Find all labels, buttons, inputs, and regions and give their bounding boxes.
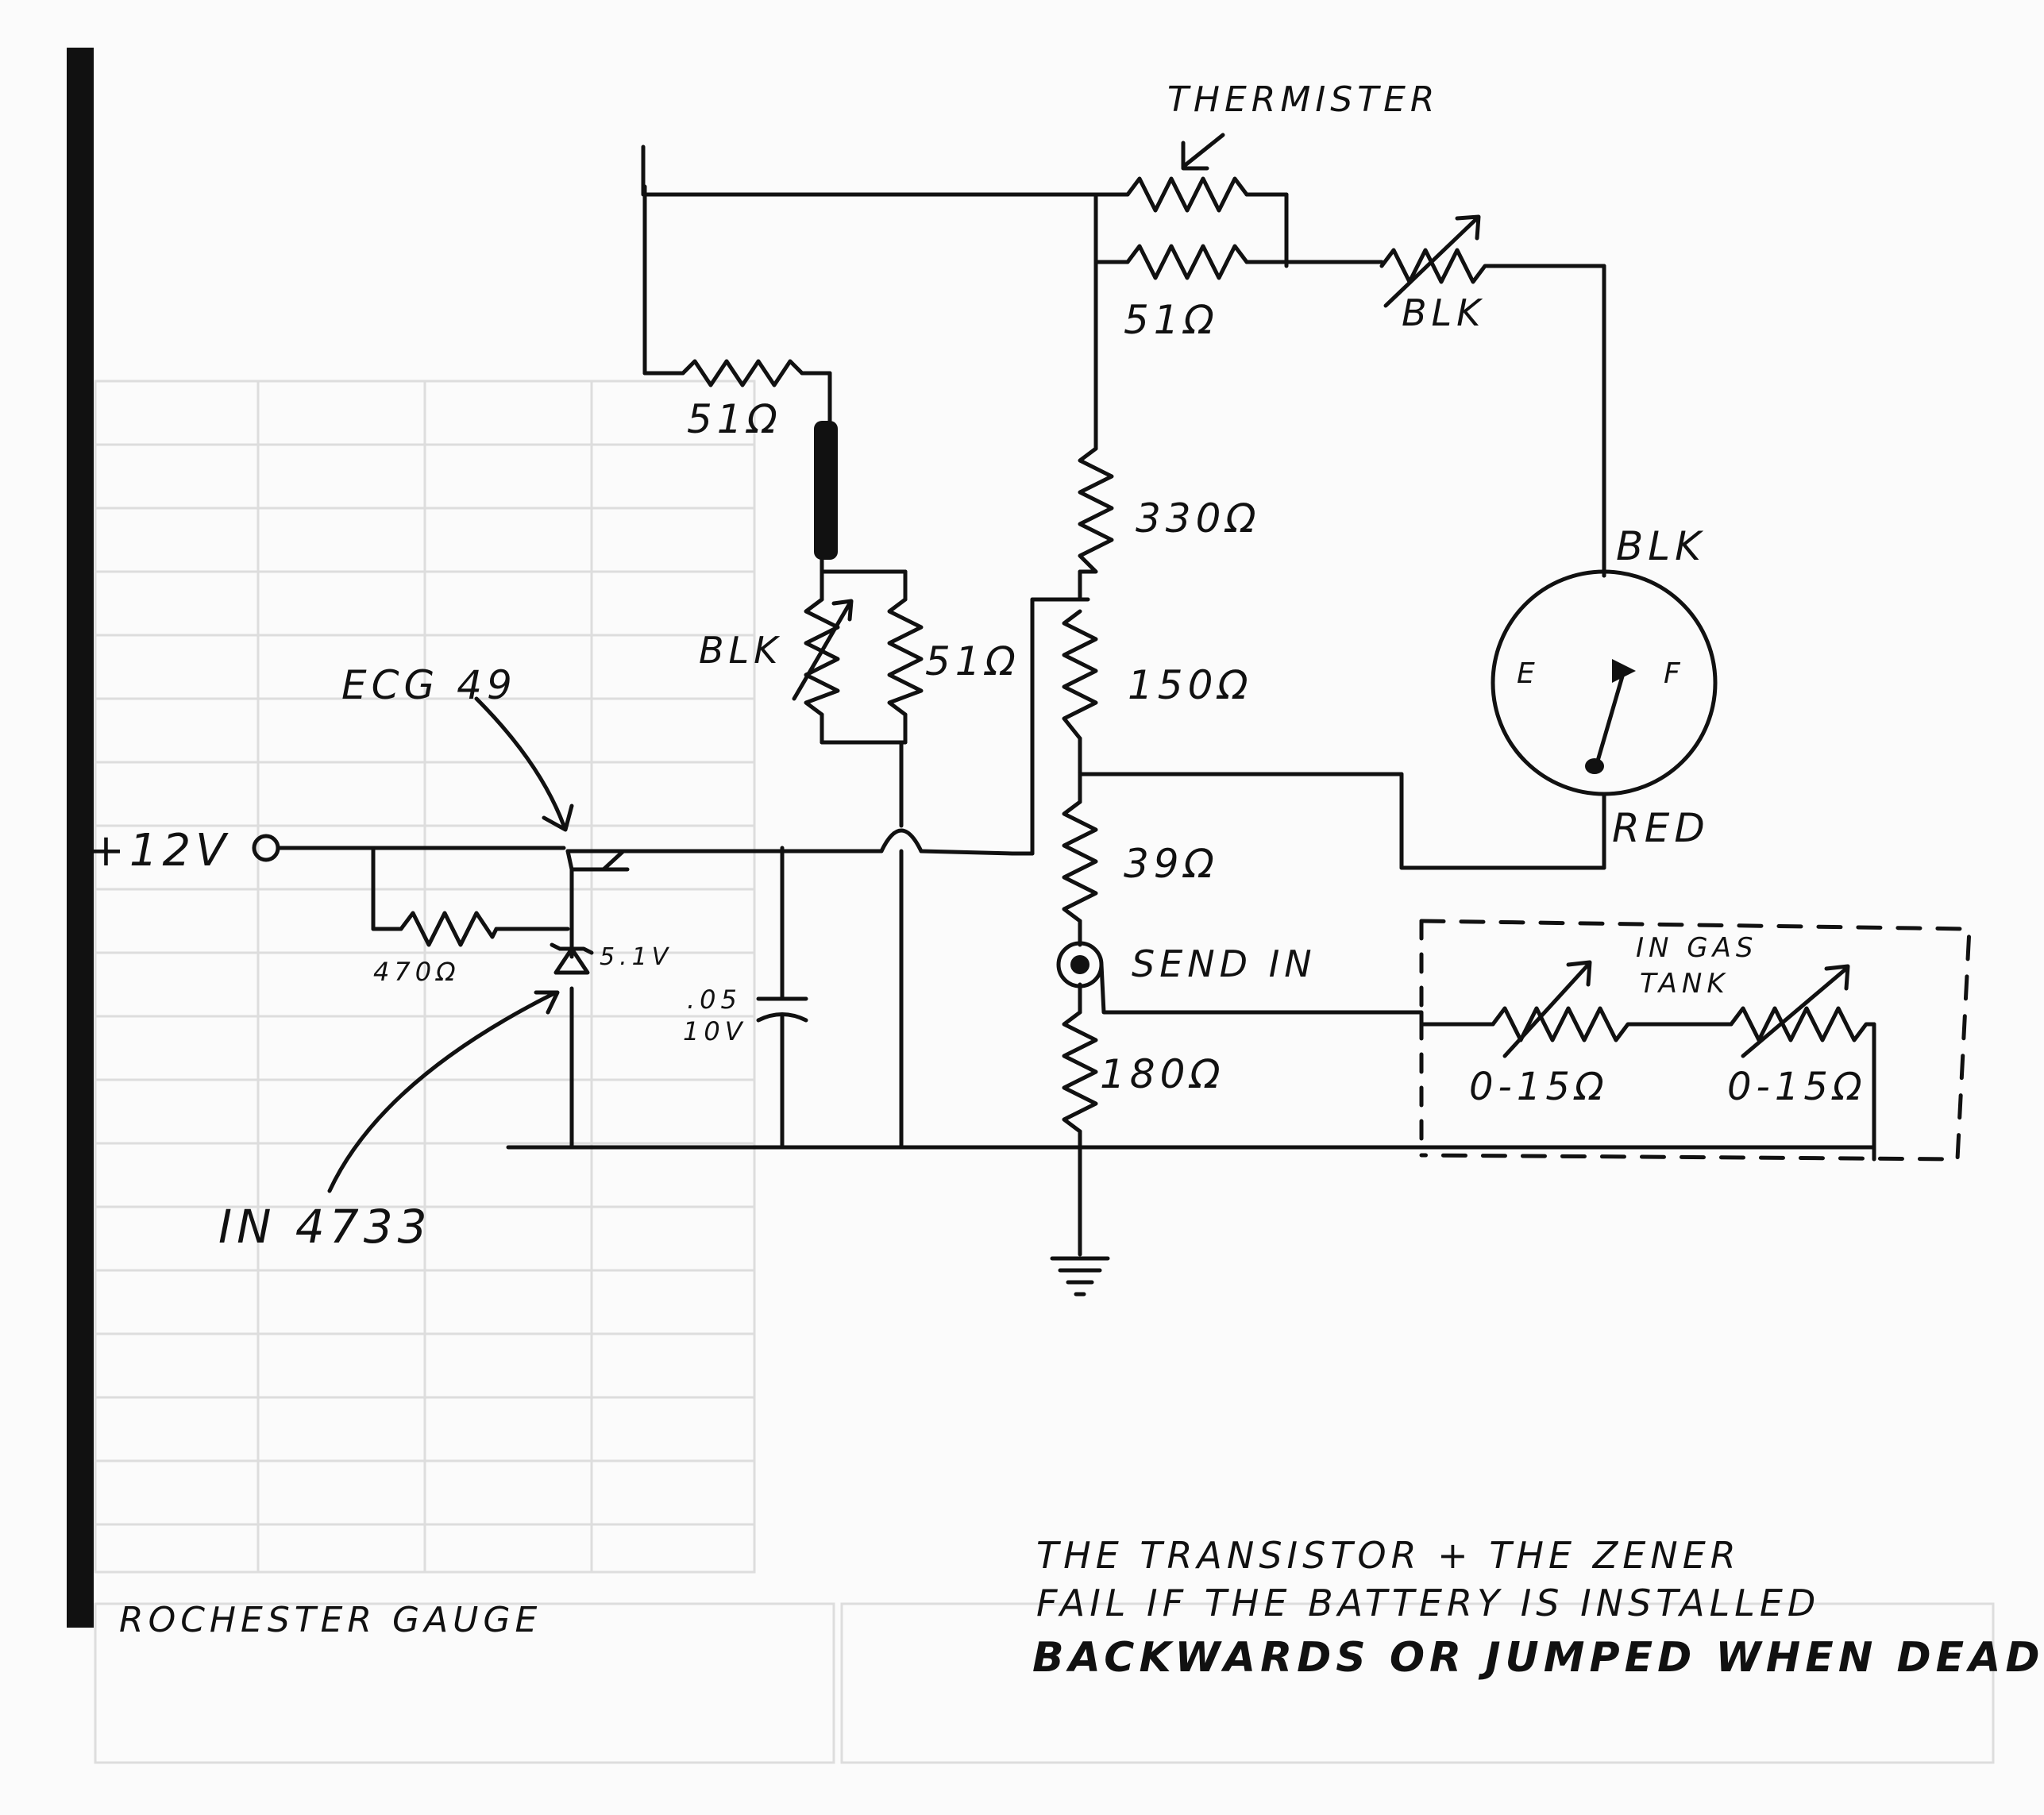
fuse-element: [814, 421, 838, 560]
label-in-gas: IN GAS: [1636, 932, 1757, 964]
label-blk-top: BLK: [1402, 291, 1485, 334]
resistor-51-top: [1125, 244, 1249, 280]
label-150: 150Ω: [1128, 662, 1253, 708]
gas-tank-box: [1419, 919, 1972, 1162]
label-39: 39Ω: [1124, 841, 1219, 887]
tank-variable-resistor-1: [1491, 960, 1638, 1058]
label-tank-r1: 0-15Ω: [1469, 1065, 1609, 1109]
resistor-330: [1078, 446, 1114, 574]
binding-bar: [67, 48, 94, 1628]
transistor-ecg49: [565, 849, 630, 872]
ground-symbol: [1050, 1256, 1110, 1297]
send-in-connector: [1056, 941, 1104, 988]
label-470: 470Ω: [373, 957, 461, 987]
label-blk-pot: BLK: [699, 629, 782, 672]
blk-variable-resistor-left: [792, 597, 854, 717]
label-thermister: THERMISTER: [1167, 79, 1439, 120]
blk-variable-resistor-top: [1379, 214, 1495, 308]
label-51-top: 51Ω: [1124, 297, 1219, 343]
gauge-label-f: F: [1664, 657, 1685, 690]
label-tank-r2: 0-15Ω: [1727, 1065, 1867, 1109]
label-cap-10v: 10V: [683, 1016, 747, 1046]
wires: [276, 145, 1876, 1257]
label-cap-05: .05: [687, 985, 742, 1015]
label-plus12v: +12V: [87, 825, 231, 877]
label-180: 180Ω: [1100, 1051, 1225, 1097]
label-send-in: SEND IN: [1132, 942, 1317, 985]
fuel-gauge-meter: [1491, 569, 1718, 796]
thermister-resistor: [1125, 176, 1249, 213]
label-blk-meter: BLK: [1616, 523, 1706, 569]
resistor-470: [399, 911, 499, 947]
label-red: RED: [1612, 805, 1710, 851]
label-51-mid: 51Ω: [925, 638, 1020, 684]
ghost-table: [94, 380, 1995, 1764]
note-line-1: THE TRANSISTOR + THE ZENER: [1036, 1534, 1741, 1577]
ecg-pointer-arrow: [474, 696, 574, 832]
label-330: 330Ω: [1136, 495, 1261, 541]
label-rochester-gauge: ROCHESTER GAUGE: [119, 1600, 542, 1640]
label-zener-v: 5.1V: [600, 943, 673, 971]
resistor-180: [1062, 1010, 1098, 1134]
plus12v-terminal: [252, 834, 280, 862]
note-line-2: FAIL IF THE BATTERY IS INSTALLED: [1036, 1582, 1820, 1624]
resistor-51-left: [681, 359, 804, 387]
capacitor: [756, 996, 808, 1023]
tank-variable-resistor-2: [1729, 964, 1876, 1058]
in4733-pointer-arrow: [327, 990, 560, 1193]
thermister-arrow: [1181, 133, 1225, 171]
label-51-left: 51Ω: [687, 396, 782, 442]
zener-diode: [550, 942, 594, 975]
resistor-39: [1062, 800, 1098, 923]
label-in4733: IN 4733: [218, 1200, 432, 1254]
note-line-3: BACKWARDS OR JUMPED WHEN DEAD!: [1032, 1634, 2044, 1682]
resistor-51-mid: [887, 597, 924, 717]
resistor-150: [1062, 609, 1098, 741]
label-tank: TANK: [1640, 968, 1730, 1000]
label-ecg49: ECG 49: [341, 662, 517, 708]
gauge-label-e: E: [1517, 657, 1540, 690]
